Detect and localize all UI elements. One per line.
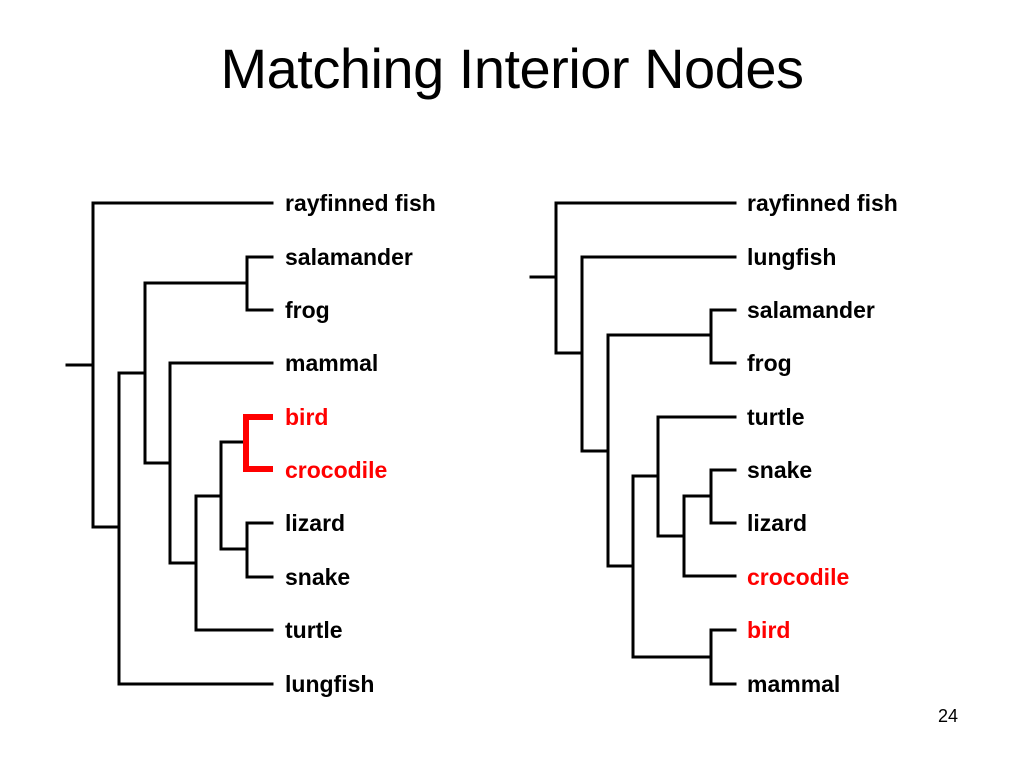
leaf-label-bird: bird [747,617,790,643]
left-tree [65,201,274,686]
leaf-label-lizard: lizard [747,510,807,536]
leaf-label-turtle: turtle [285,617,343,643]
leaf-label-snake: snake [285,564,350,590]
right-tree-labels: rayfinned fish lungfish salamander frog turt… [747,190,898,697]
page-number: 24 [938,706,959,726]
leaf-label-crocodile: crocodile [285,457,387,483]
slide-title: Matching Interior Nodes [220,37,804,100]
leaf-label-frog: frog [285,297,330,323]
leaf-label-bird: bird [285,404,328,430]
leaf-label-lungfish: lungfish [285,671,374,697]
right-tree [529,201,737,686]
left-tree-labels: rayfinned fish salamander frog mammal bird cr… [285,190,436,697]
leaf-label-lizard: lizard [285,510,345,536]
leaf-label-crocodile: crocodile [747,564,849,590]
leaf-label-mammal: mammal [747,671,840,697]
leaf-label-snake: snake [747,457,812,483]
leaf-label-salamander: salamander [747,297,875,323]
leaf-label-salamander: salamander [285,244,413,270]
leaf-label-lungfish: lungfish [747,244,836,270]
leaf-label-rayfinned-fish: rayfinned fish [747,190,898,216]
leaf-label-turtle: turtle [747,404,805,430]
highlight-bracket-bird-crocodile [243,414,273,472]
leaf-label-rayfinned-fish: rayfinned fish [285,190,436,216]
leaf-label-frog: frog [747,350,792,376]
leaf-label-mammal: mammal [285,350,378,376]
